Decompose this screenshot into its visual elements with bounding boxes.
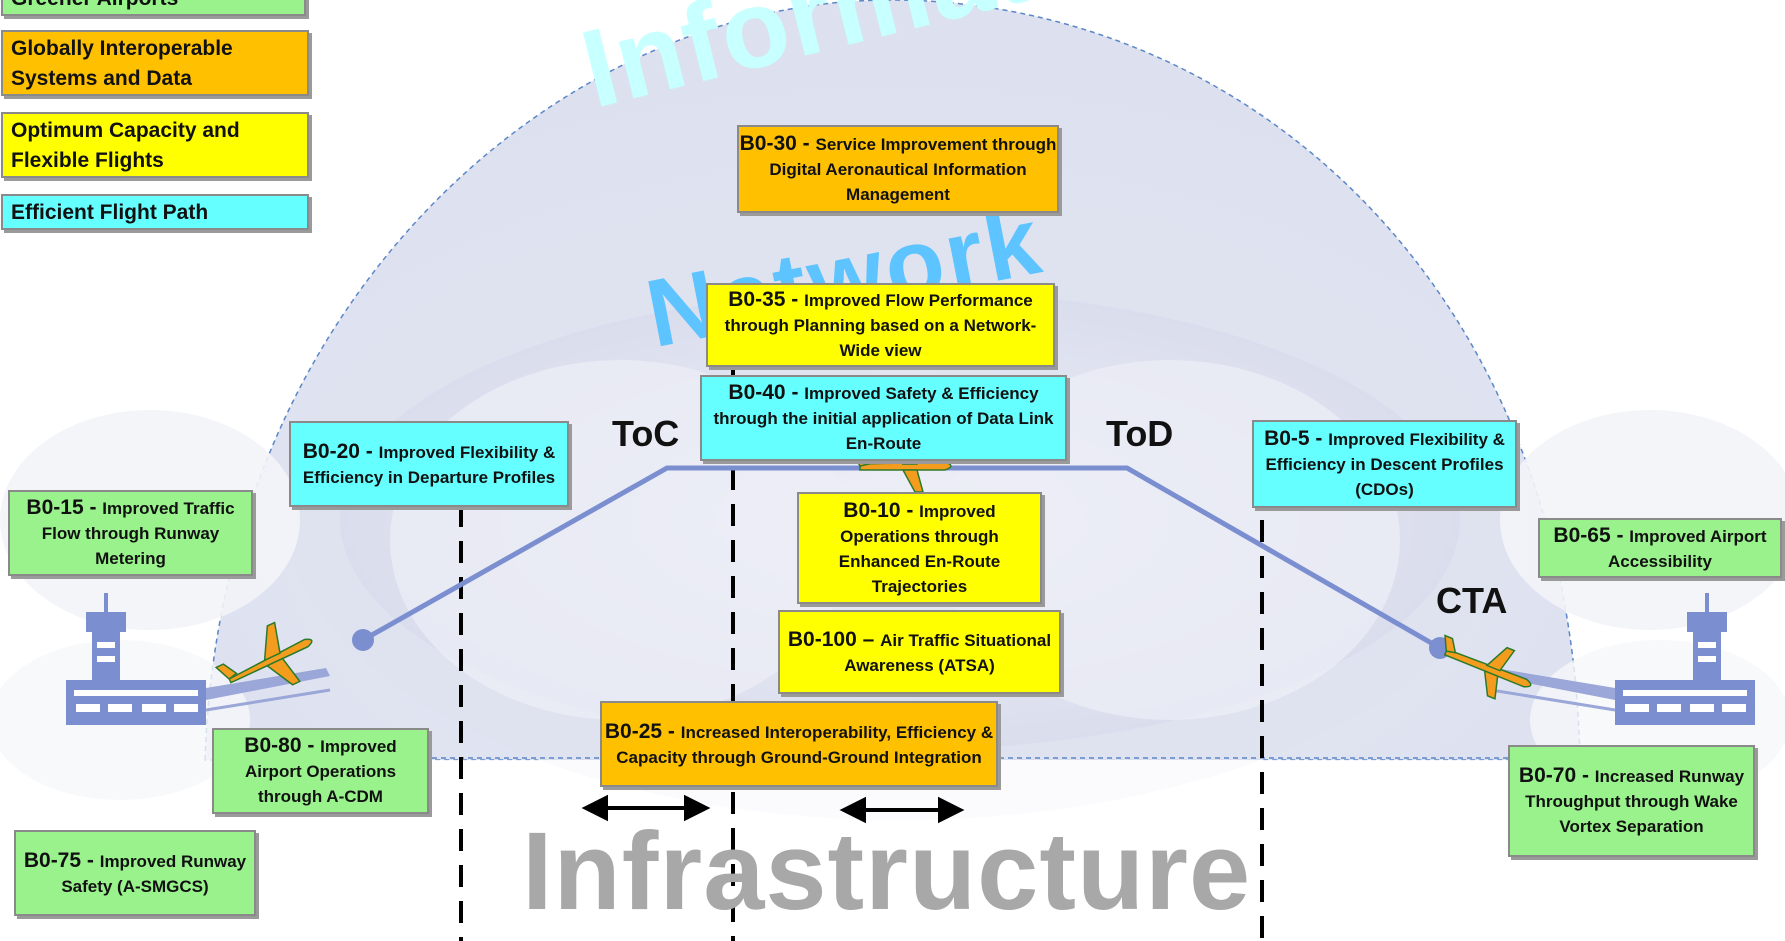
module-code: B0-75: [23, 848, 82, 872]
module-separator: -: [785, 288, 805, 311]
module-separator: -: [1576, 764, 1595, 787]
module-b0-10: B0-10 - Improved Operations through Enha…: [797, 492, 1042, 604]
module-text: Improved Operations through Enhanced En-…: [838, 501, 1001, 596]
module-b0-100: B0-100 – Air Traffic Situational Awarene…: [778, 610, 1061, 694]
module-b0-40: B0-40 - Improved Safety & Efficiency thr…: [700, 375, 1067, 461]
module-code: B0-80: [244, 734, 302, 757]
module-b0-65: B0-65 - Improved Airport Accessibility: [1538, 518, 1782, 578]
module-separator: -: [1309, 427, 1329, 450]
module-b0-35: B0-35 - Improved Flow Performance throug…: [706, 283, 1055, 367]
module-b0-20: B0-20 - Improved Flexibility & Efficienc…: [289, 421, 569, 507]
legend-label: Greener Airports: [11, 0, 178, 10]
module-text: Improved Traffic Flow through Runway Met…: [41, 499, 235, 568]
toc-label: ToC: [612, 413, 680, 454]
module-separator: -: [796, 132, 816, 155]
module-text: Improved Runway Safety (A-SMGCS): [61, 851, 247, 896]
module-text: Air Traffic Situational Awareness (ATSA): [844, 630, 1052, 675]
legend-label: Globally Interoperable Systems and Data: [11, 37, 233, 90]
module-code: B0-100: [787, 627, 857, 651]
module-separator: -: [1610, 523, 1630, 547]
legend-item-efficient-flight-path: Efficient Flight Path: [1, 194, 309, 230]
module-code: B0-65: [1553, 523, 1611, 547]
module-text: Improved Flexibility & Efficiency in Dep…: [302, 442, 556, 487]
legend-item-interoperable-systems: Globally Interoperable Systems and Data: [1, 30, 309, 96]
module-code: B0-70: [1518, 764, 1577, 787]
module-separator: -: [900, 498, 920, 522]
module-separator: -: [301, 734, 321, 757]
double-arrow-left: [581, 794, 711, 822]
module-b0-30: B0-30 - Service Improvement through Digi…: [737, 125, 1059, 213]
tod-label: ToD: [1106, 413, 1174, 454]
module-code: B0-5: [1264, 427, 1310, 450]
module-code: B0-35: [728, 288, 786, 311]
module-separator: -: [81, 848, 100, 872]
module-code: B0-10: [843, 498, 901, 522]
module-text: Improved Airport Accessibility: [1608, 526, 1767, 571]
module-separator: –: [856, 627, 881, 651]
module-text: Service Improvement through Digital Aero…: [769, 135, 1057, 204]
module-b0-70: B0-70 - Increased Runway Throughput thro…: [1508, 745, 1755, 857]
plane-icon-arrival: [1443, 634, 1532, 700]
infrastructure-watermark: Infrastructure: [522, 810, 1252, 933]
module-text: Improved Safety & Efficiency through the…: [713, 384, 1054, 453]
left-airport-icon: [66, 593, 331, 725]
module-code: B0-15: [26, 496, 84, 519]
module-text: Improved Flexibility & Efficiency in Des…: [1265, 430, 1505, 499]
module-text: Increased Runway Throughput through Wake…: [1525, 767, 1745, 836]
flight-path-start-dot: [352, 629, 374, 651]
module-separator: -: [662, 719, 681, 743]
module-b0-75: B0-75 - Improved Runway Safety (A-SMGCS): [14, 830, 256, 916]
module-b0-15: B0-15 - Improved Traffic Flow through Ru…: [8, 490, 253, 576]
infrastructure-band: [270, 760, 1510, 941]
module-code: B0-25: [604, 719, 663, 743]
module-text: Improved Airport Operations through A-CD…: [244, 737, 397, 806]
module-code: B0-20: [302, 439, 360, 463]
double-arrow-right: [839, 796, 965, 824]
plane-icon-departure: [214, 621, 313, 686]
module-separator: -: [83, 496, 103, 519]
module-text: Improved Flow Performance through Planni…: [724, 291, 1037, 360]
module-code: B0-30: [739, 132, 797, 155]
legend-item-optimum-capacity: Optimum Capacity and Flexible Flights: [1, 112, 309, 178]
module-b0-80: B0-80 - Improved Airport Operations thro…: [212, 728, 429, 814]
module-text: Increased Interoperability, Efficiency &…: [616, 722, 994, 767]
legend-item-greener-airports: Greener Airports: [1, 0, 306, 16]
right-airport-icon: [1490, 593, 1755, 725]
module-separator: -: [359, 439, 379, 463]
module-b0-5: B0-5 - Improved Flexibility & Efficiency…: [1252, 420, 1517, 508]
module-separator: -: [785, 381, 805, 404]
legend-label: Efficient Flight Path: [11, 201, 209, 224]
module-code: B0-40: [728, 381, 786, 404]
module-b0-25: B0-25 - Increased Interoperability, Effi…: [600, 701, 998, 787]
cta-label: CTA: [1436, 580, 1508, 621]
legend-label: Optimum Capacity and Flexible Flights: [11, 119, 240, 172]
